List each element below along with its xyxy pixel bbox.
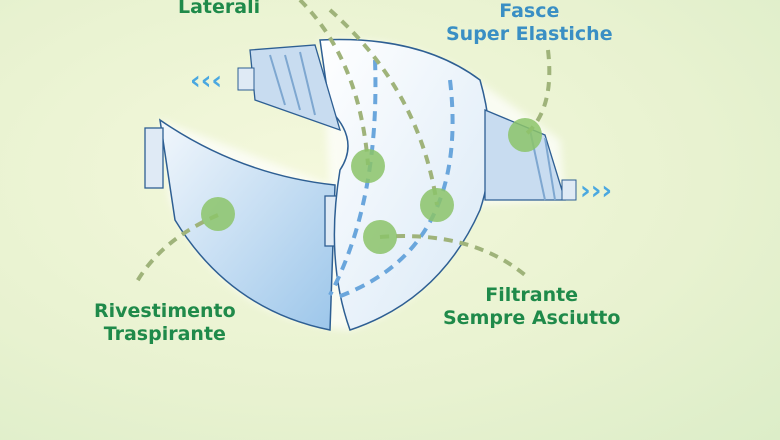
label-fasce: Fasce Super Elastiche xyxy=(446,0,613,46)
label-filtrante: Filtrante Sempre Asciutto xyxy=(443,284,620,330)
stretch-arrows-left: ‹‹‹ xyxy=(190,66,223,96)
back-panel xyxy=(159,118,336,331)
label-fasce-line2: Super Elastiche xyxy=(446,23,613,45)
label-rivestimento: Rivestimento Traspirante xyxy=(94,300,236,346)
absorbent-core xyxy=(319,38,491,331)
label-laterali: Laterali xyxy=(178,0,261,18)
label-rivestimento-line2: Traspirante xyxy=(103,323,226,345)
feature-markers xyxy=(201,118,542,254)
label-filtrante-line1: Filtrante xyxy=(485,284,579,306)
stretch-arrows-right: ››› xyxy=(580,176,613,206)
label-rivestimento-line1: Rivestimento xyxy=(94,300,236,322)
label-filtrante-line2: Sempre Asciutto xyxy=(443,307,621,329)
label-fasce-line1: Fasce xyxy=(499,0,560,22)
